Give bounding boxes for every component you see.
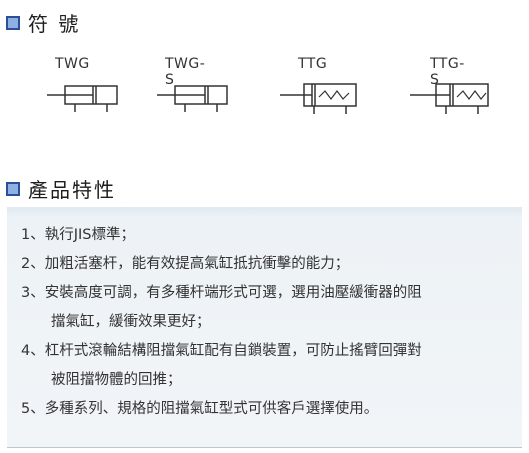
twg-cylinder-symbol-icon bbox=[47, 85, 118, 112]
twg-s-cylinder-symbol-icon bbox=[157, 85, 228, 112]
feature-text-continued: 擋氣缸，緩衝效果更好； bbox=[51, 314, 211, 330]
feature-text: 5、多種系列、規格的阻擋氣缸型式可供客戶選擇使用。 bbox=[21, 401, 379, 417]
symbol-label: TTG bbox=[298, 56, 328, 72]
ttg-cylinder-symbol-icon bbox=[280, 83, 357, 114]
feature-item: 4、杠杆式滾輪結構阻擋氣缸配有自鎖裝置，可防止搖臂回彈對 被阻擋物體的回推； bbox=[21, 337, 516, 395]
symbols-heading: 符 號 bbox=[6, 8, 80, 37]
feature-item: 1、執行JIS標準； bbox=[21, 221, 516, 250]
heading-square-icon bbox=[6, 15, 20, 30]
features-box: 1、執行JIS標準； 2、加粗活塞杆，能有效提高氣缸抵抗衝擊的能力； 3、安裝高… bbox=[7, 207, 522, 448]
features-list: 1、執行JIS標準； 2、加粗活塞杆，能有效提高氣缸抵抗衝擊的能力； 3、安裝高… bbox=[21, 221, 516, 424]
features-heading-text: 產品特性 bbox=[28, 178, 116, 202]
heading-square-icon bbox=[6, 181, 20, 196]
symbol-label: TWG-S bbox=[165, 56, 206, 88]
feature-text-continued: 被阻擋物體的回推； bbox=[51, 372, 182, 388]
feature-text: 4、杠杆式滾輪結構阻擋氣缸配有自鎖裝置，可防止搖臂回彈對 bbox=[21, 343, 422, 359]
features-heading: 產品特性 bbox=[6, 174, 116, 203]
symbols-heading-text: 符 號 bbox=[28, 12, 81, 36]
feature-item: 3、安裝高度可調，有多種杆端形式可選，選用油壓緩衝器的阻 擋氣缸，緩衝效果更好； bbox=[21, 279, 516, 337]
feature-item: 5、多種系列、規格的阻擋氣缸型式可供客戶選擇使用。 bbox=[21, 395, 516, 424]
feature-text: 3、安裝高度可調，有多種杆端形式可選，選用油壓緩衝器的阻 bbox=[21, 285, 422, 301]
ttg-s-cylinder-symbol-icon bbox=[410, 83, 489, 114]
feature-text: 1、執行JIS標準； bbox=[21, 227, 135, 243]
symbol-label: TTG-S bbox=[430, 56, 465, 88]
symbol-label: TWG bbox=[55, 56, 90, 72]
symbols-row: TWG TWG-S TTG bbox=[0, 56, 529, 126]
feature-item: 2、加粗活塞杆，能有效提高氣缸抵抗衝擊的能力； bbox=[21, 250, 516, 279]
feature-text: 2、加粗活塞杆，能有效提高氣缸抵抗衝擊的能力； bbox=[21, 256, 350, 272]
